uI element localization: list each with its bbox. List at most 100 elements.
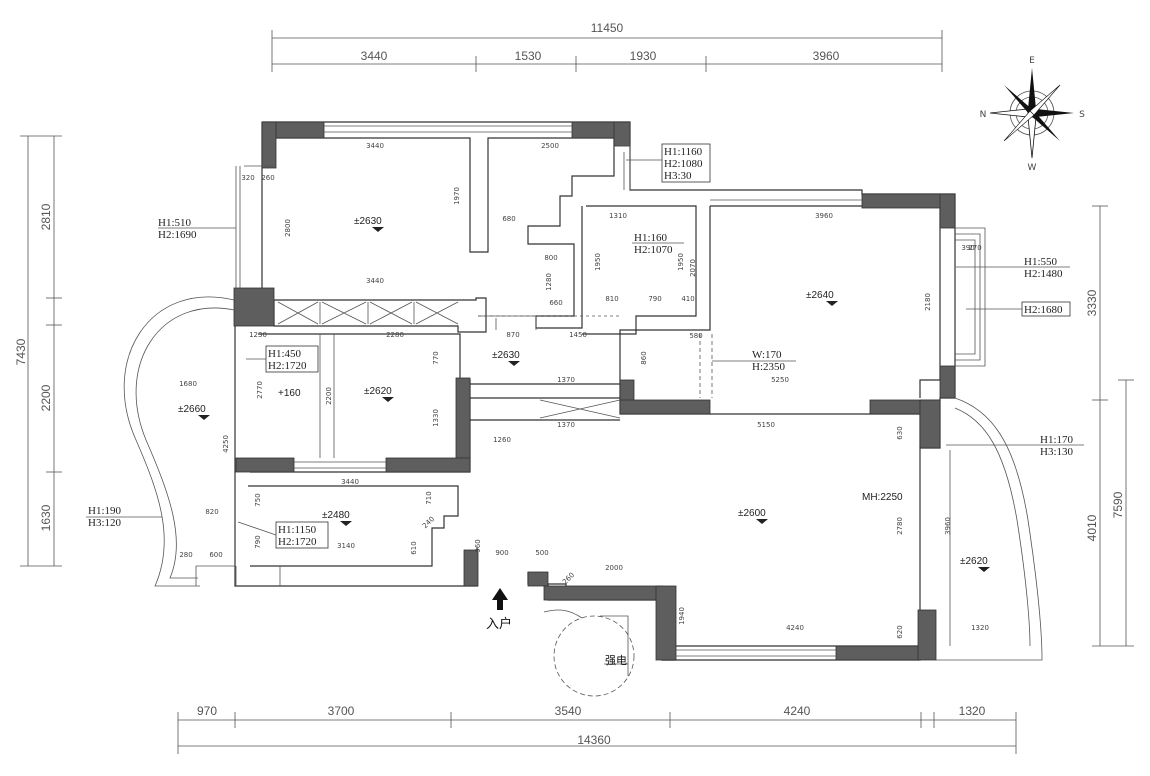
- top-dim-4: 3960: [813, 49, 840, 63]
- left-dim-1: 2810: [39, 203, 53, 230]
- inner-dim-label: 3140: [337, 542, 355, 550]
- inner-dim-label: 5250: [771, 376, 789, 384]
- inner-dim-label: 500: [535, 549, 548, 557]
- level-marker-1: ±2630: [354, 216, 384, 232]
- inner-dim-label: 870: [506, 331, 519, 339]
- annotation-note-5: H2:1680: [966, 301, 1071, 317]
- annotation-note-9: H1:190 H3:120: [86, 505, 162, 529]
- top-dimension-chain: 11450 3440 1530 1930 3960: [271, 21, 943, 72]
- inner-dim-label: 680: [502, 215, 515, 223]
- inner-dim-label: 820: [205, 508, 218, 516]
- bottom-dim-1: 970: [197, 704, 217, 718]
- inner-dim-label: 860: [640, 351, 648, 364]
- inner-dim-label: 790: [254, 535, 262, 548]
- note-4-line-1: H1:550: [1024, 256, 1058, 268]
- inner-dim-label: 1950: [594, 253, 602, 271]
- note-9-line-2: H3:120: [88, 517, 122, 529]
- annotation-note-8: H1:170 H3:130: [946, 434, 1084, 458]
- annotation-note-2: H1:510 H2:1690: [158, 217, 236, 241]
- inner-dim-label: 1310: [609, 212, 627, 220]
- right-dimension-chain: 3330 4010 7590: [1085, 205, 1134, 647]
- level-text: ±2600: [738, 508, 766, 519]
- note-1-line-2: H2:1080: [664, 158, 703, 170]
- level-text: ±2620: [960, 556, 988, 567]
- left-dim-2: 2200: [39, 384, 53, 411]
- left-dimension-chain: 7430 2810 2200 1630: [14, 135, 62, 567]
- bottom-total-dim: 14360: [577, 733, 611, 747]
- inner-dim-label: 2070: [689, 259, 697, 277]
- note-7-line-1: W:170: [752, 349, 782, 361]
- inner-dim-label: 610: [410, 541, 418, 554]
- note-9-line-1: H1:190: [88, 505, 122, 517]
- note-7-line-2: H:2350: [752, 361, 786, 373]
- inner-dim-label: 410: [681, 295, 694, 303]
- inner-dim-label: 2200: [325, 387, 333, 405]
- inner-dim-label: 2800: [284, 219, 292, 237]
- inner-dim-label: 3960: [944, 517, 952, 535]
- entrance-label: 入户: [486, 616, 512, 631]
- inner-dim-label: 600: [209, 551, 222, 559]
- right-dim-2: 4010: [1085, 514, 1099, 541]
- level-marker-3: ±2640: [806, 290, 838, 306]
- level-marker-2: ±2630: [492, 350, 520, 366]
- left-total-dim: 7430: [14, 338, 28, 365]
- inner-dim-label: 3440: [366, 142, 384, 150]
- note-6-line-2: H2:1720: [268, 360, 307, 372]
- annotation-note-3: H1:160 H2:1070: [632, 232, 684, 256]
- inner-dim-label: 2780: [896, 517, 904, 535]
- inner-dim-label: 1330: [432, 409, 440, 427]
- left-dim-3: 1630: [39, 504, 53, 531]
- inner-dim-label: 280: [179, 551, 192, 559]
- level-text: ±2620: [364, 386, 392, 397]
- compass-rose-icon: E W N S: [980, 56, 1086, 173]
- note-2-line-2: H2:1690: [158, 229, 197, 241]
- meter-label: 强电: [605, 654, 627, 667]
- compass-west: W: [1028, 163, 1037, 173]
- inner-dim-label: 1370: [557, 421, 575, 429]
- inner-dim-label: 660: [549, 299, 562, 307]
- level-text: ±2480: [322, 510, 350, 521]
- inner-dim-label: 810: [605, 295, 618, 303]
- bottom-dim-4: 4240: [784, 704, 811, 718]
- annotation-note-6: H1:450 H2:1720: [246, 345, 319, 373]
- top-total-dim: 11450: [591, 21, 624, 35]
- interior-details: [123, 125, 1043, 697]
- inner-dim-label: 390: [961, 244, 974, 252]
- level-marker-8: ±2620: [960, 556, 990, 572]
- inner-dim-label: 710: [425, 491, 433, 504]
- entrance-arrow-icon: [492, 588, 508, 610]
- note-1-line-3: H3:30: [664, 170, 692, 182]
- note-4-line-2: H2:1480: [1024, 268, 1063, 280]
- inner-dim-label: 260: [261, 174, 274, 182]
- inner-dim-label: 580: [689, 332, 702, 340]
- right-dim-1: 3330: [1085, 289, 1099, 316]
- inner-dim-label: 3440: [366, 277, 384, 285]
- top-dim-3: 1930: [630, 49, 657, 63]
- level-text: ±2660: [178, 404, 206, 415]
- inner-dim-label: 750: [254, 493, 262, 506]
- inner-dim-label: 2500: [541, 142, 559, 150]
- mh-label: MH:2250: [862, 492, 903, 503]
- annotation-note-1: H1:1160 H2:1080 H3:30: [626, 143, 711, 183]
- inner-dim-label: 2000: [605, 564, 623, 572]
- inner-dim-label: 1450: [569, 331, 587, 339]
- inner-dim-label: 2180: [924, 293, 932, 311]
- note-1-line-1: H1:1160: [664, 146, 703, 158]
- note-5-line-1: H2:1680: [1024, 304, 1063, 316]
- compass-east: E: [1029, 56, 1035, 66]
- bottom-dim-2: 3700: [328, 704, 355, 718]
- inner-dim-label: 3960: [815, 212, 833, 220]
- inner-dim-label: 2770: [256, 381, 264, 399]
- inner-dim-label: 4240: [786, 624, 804, 632]
- inner-dim-label: 1230: [249, 331, 267, 339]
- top-dim-2: 1530: [515, 49, 542, 63]
- inner-dim-label: 1320: [971, 624, 989, 632]
- compass-south: S: [1079, 110, 1085, 120]
- level-marker-7: ±2600: [738, 508, 768, 524]
- inner-dim-label: 5150: [757, 421, 775, 429]
- inner-dim-label: 1680: [179, 380, 197, 388]
- inner-dim-label: 320: [241, 174, 254, 182]
- annotation-note-7: W:170 H:2350: [712, 349, 796, 373]
